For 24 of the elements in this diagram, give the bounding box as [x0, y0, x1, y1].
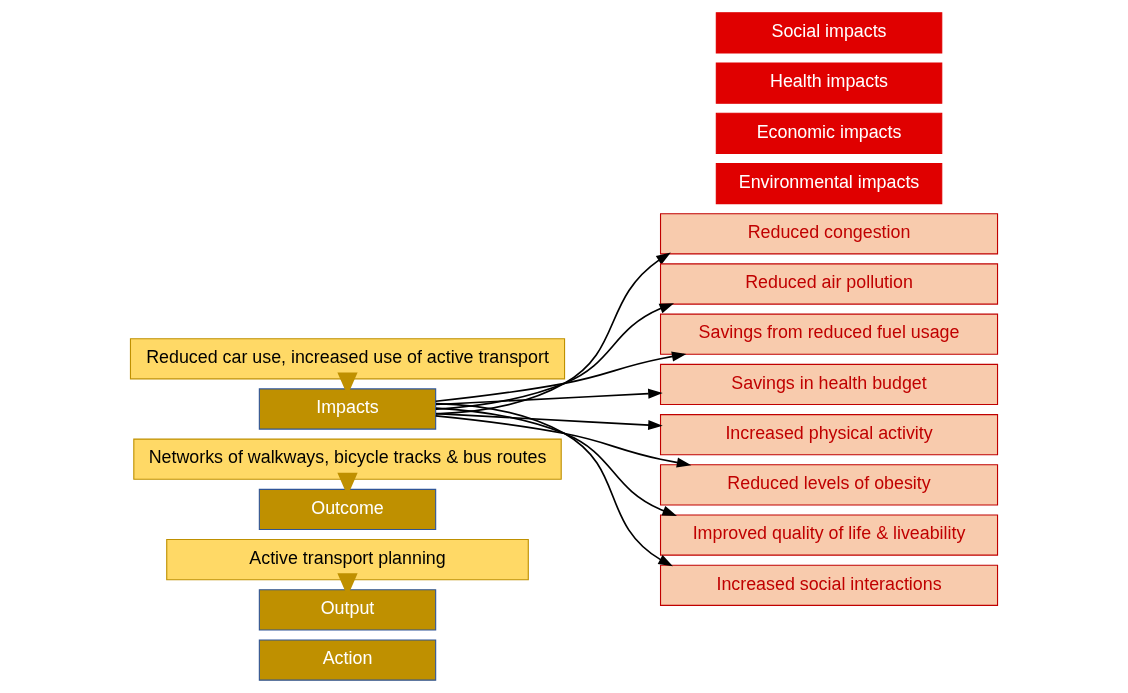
- arrow: [435, 252, 671, 415]
- node-box: Economic impacts: [715, 112, 943, 154]
- node-box: Savings from reduced fuel usage: [659, 313, 999, 355]
- arrow: [434, 351, 687, 403]
- node-box: Outcome: [258, 488, 437, 531]
- arrow: [435, 412, 663, 431]
- node-box: Environmental impacts: [715, 162, 943, 205]
- node-box: Reduced levels of obesity: [659, 464, 999, 506]
- arrow: [435, 407, 677, 516]
- arrow: [435, 402, 673, 567]
- arrow: [435, 303, 675, 411]
- node-box: Increased physical activity: [659, 414, 999, 456]
- node-box: Savings in health budget: [659, 363, 999, 406]
- arrow: [434, 415, 692, 468]
- node-box: Action: [258, 639, 437, 681]
- node-box: Impacts: [258, 388, 437, 430]
- node-box: Social impacts: [715, 12, 943, 54]
- node-box: Health impacts: [715, 62, 943, 104]
- node-box: Reduced congestion: [659, 213, 999, 255]
- node-box: Increased social interactions: [659, 564, 999, 606]
- node-box: Improved quality of life & liveability: [659, 514, 999, 556]
- arrow: [435, 388, 663, 406]
- node-box: Reduced air pollution: [659, 263, 999, 305]
- node-box: Output: [258, 589, 437, 631]
